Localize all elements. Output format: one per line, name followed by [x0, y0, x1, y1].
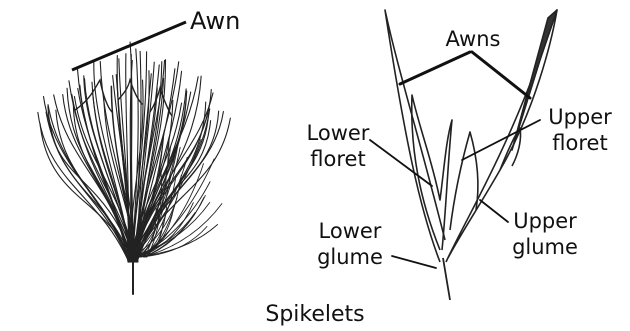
lower-glume-leader — [392, 256, 436, 268]
lower-glume-label-line2: glume — [310, 244, 390, 270]
awn-pointer-line — [72, 22, 186, 70]
lower-glume-label: Lower glume — [310, 218, 390, 270]
upper-floret-label-line1: Upper — [540, 104, 620, 130]
upper-glume-label-line2: glume — [505, 234, 585, 260]
right-spikelet-stem — [443, 258, 450, 300]
lower-floret-label-line1: Lower — [298, 120, 378, 146]
awns-pointer-lines — [400, 52, 530, 98]
upper-glume-label-line1: Upper — [505, 208, 585, 234]
awns-label: Awns — [437, 26, 509, 52]
lower-floret-label: Lower floret — [298, 120, 378, 172]
upper-glume-leader — [480, 200, 508, 222]
awns-pointer-right — [472, 52, 530, 98]
lower-floret-shape — [412, 95, 452, 250]
upper-glume-label: Upper glume — [505, 208, 585, 260]
lower-glume-label-line1: Lower — [310, 218, 390, 244]
awns-pointer-left — [400, 52, 470, 84]
upper-floret-leader — [462, 120, 540, 160]
lower-glume-shape — [385, 10, 445, 262]
upper-floret-label: Upper floret — [540, 104, 620, 156]
left-spikelet-drawing — [38, 42, 230, 294]
lower-floret-label-line2: floret — [298, 146, 378, 172]
figure-caption: Spikelets — [0, 302, 630, 328]
awn-label: Awn — [190, 8, 240, 34]
upper-floret-label-line2: floret — [540, 130, 620, 156]
lower-floret-leader — [370, 140, 432, 186]
